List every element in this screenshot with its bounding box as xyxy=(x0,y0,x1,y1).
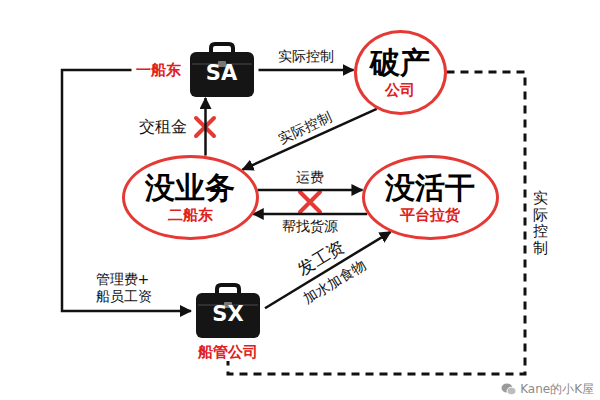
node-content: 一船东 SA xyxy=(136,42,255,98)
wechat-icon xyxy=(501,382,517,396)
control-arrow xyxy=(242,109,376,170)
text-slot: 没活干 xyxy=(385,170,475,206)
node-content: 没业务二船东 xyxy=(145,170,235,224)
node-label: 平台拉货 xyxy=(400,206,460,224)
node-content: 没活干平台拉货 xyxy=(385,170,475,224)
company-node: 破产公司 xyxy=(354,30,447,115)
edge-label: 运费 xyxy=(294,169,326,186)
edge-label: 管理费+ 船员工资 xyxy=(94,271,160,305)
text-slot: 二船东 xyxy=(168,206,213,224)
wage-arrow xyxy=(265,232,391,308)
text-slot: 公司 xyxy=(385,81,415,99)
cargo-arrow xyxy=(253,213,367,216)
watermark-text: Kane的小K屋 xyxy=(520,382,594,396)
briefcase: SX xyxy=(195,283,261,339)
control-arrow xyxy=(259,69,354,72)
text-slot: 没业务 xyxy=(145,170,235,206)
text-slot: 船管公司 xyxy=(198,343,258,361)
text-slot: 一船东 xyxy=(136,61,181,79)
briefcase-label: SA xyxy=(206,53,237,86)
text-slot: 破产 xyxy=(370,45,430,81)
stamp-text: 破产 xyxy=(370,45,430,81)
edge-label: 实际控制 xyxy=(276,48,336,65)
edge-label: 帮找货源 xyxy=(280,218,340,235)
stamp-text: 没业务 xyxy=(145,170,235,206)
watermark: Kane的小K屋 xyxy=(501,382,594,396)
node-label: 二船东 xyxy=(168,206,213,224)
node-content: SX 船管公司 xyxy=(195,283,261,361)
control-dashed-line xyxy=(228,72,525,374)
node-heading: 一船东 xyxy=(136,61,181,79)
rent-arrow xyxy=(204,98,207,156)
briefcase-label: SX xyxy=(212,294,243,327)
node-label: 公司 xyxy=(385,81,415,99)
node-heading: 船管公司 xyxy=(198,343,258,361)
node-content: 破产公司 xyxy=(370,45,430,99)
sub-shipowner-node: 没业务二船东 xyxy=(122,155,259,240)
briefcase: SA xyxy=(189,42,255,98)
shipowner-node: 一船东 SA xyxy=(132,42,259,98)
cross-mark xyxy=(300,192,320,212)
stamp-text: 没活干 xyxy=(385,170,475,206)
ship-management-node: SX 船管公司 xyxy=(191,283,265,361)
text-slot: 平台拉货 xyxy=(400,206,460,224)
edge-label: 实际控制 xyxy=(533,190,548,256)
freight-arrow xyxy=(258,189,363,192)
edge-label: 交租金 xyxy=(137,117,189,136)
platform-node: 没活干平台拉货 xyxy=(362,155,499,240)
